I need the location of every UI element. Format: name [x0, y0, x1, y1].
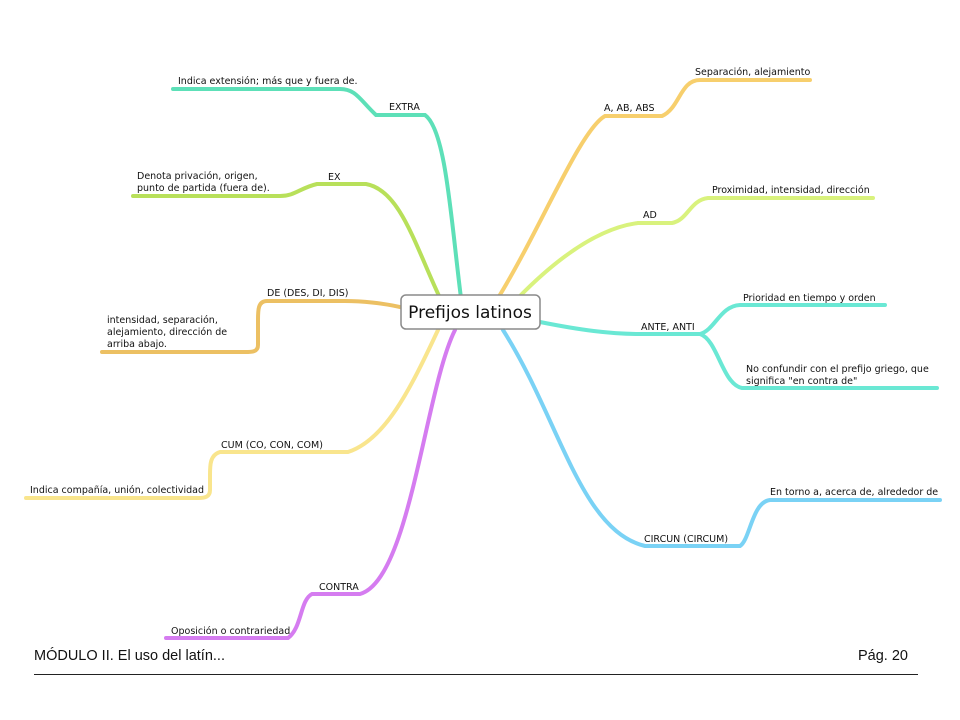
leaf-a: Separación, alejamiento: [695, 67, 810, 78]
branch-line-contra: [164, 328, 457, 640]
leaf-ex-line-2: punto de partida (fuera de).: [137, 183, 270, 194]
branch-line-ante: [538, 303, 887, 336]
branch-label-ex: EX: [328, 172, 341, 183]
leaf-cum: Indica compañía, unión, colectividad: [30, 485, 204, 496]
leaf-ante-1: Prioridad en tiempo y orden: [743, 293, 876, 304]
branch-label-ante: ANTE, ANTI: [641, 322, 695, 333]
central-node: Prefijos latinos: [400, 294, 541, 330]
branch-label-a: A, AB, ABS: [604, 103, 654, 114]
leaf-ante-2-line-2: significa "en contra de": [746, 376, 857, 387]
branch-line-ex: [131, 182, 442, 300]
branch-line-ad: [516, 196, 875, 300]
branch-line-cum: [24, 328, 440, 500]
leaf-extra: Indica extensión; más que y fuera de.: [178, 76, 358, 87]
branch-label-contra: CONTRA: [319, 582, 359, 593]
leaf-de-line-3: arriba abajo.: [107, 339, 167, 350]
branch-line-ante-2: [698, 332, 939, 390]
branch-label-extra: EXTRA: [389, 102, 420, 113]
branch-label-ad: AD: [643, 210, 657, 221]
branch-line-a: [496, 78, 812, 300]
branch-label-cum: CUM (CO, CON, COM): [221, 440, 323, 451]
branch-line-extra: [171, 87, 463, 300]
leaf-de-line-2: alejamiento, dirección de: [107, 327, 227, 338]
leaf-circun: En torno a, acerca de, alrededor de: [770, 487, 938, 498]
central-title: Prefijos latinos: [408, 303, 532, 323]
branch-label-circun: CIRCUN (CIRCUM): [644, 534, 728, 545]
footer-page-number: Pág. 20: [858, 648, 908, 664]
leaf-ex-line-1: Denota privación, origen,: [137, 171, 258, 182]
branch-line-circun: [501, 328, 942, 548]
branch-line-de: [100, 299, 406, 354]
page-footer: MÓDULO II. El uso del latín... Pág. 20: [34, 648, 918, 675]
leaf-ante-2-line-1: No confundir con el prefijo griego, que: [746, 364, 929, 375]
leaf-ad: Proximidad, intensidad, dirección: [712, 185, 870, 196]
leaf-de-line-1: intensidad, separación,: [107, 315, 218, 326]
branch-label-de: DE (DES, DI, DIS): [267, 288, 348, 299]
footer-module-title: MÓDULO II. El uso del latín...: [34, 648, 225, 664]
leaf-contra: Oposición o contrariedad: [171, 626, 290, 637]
